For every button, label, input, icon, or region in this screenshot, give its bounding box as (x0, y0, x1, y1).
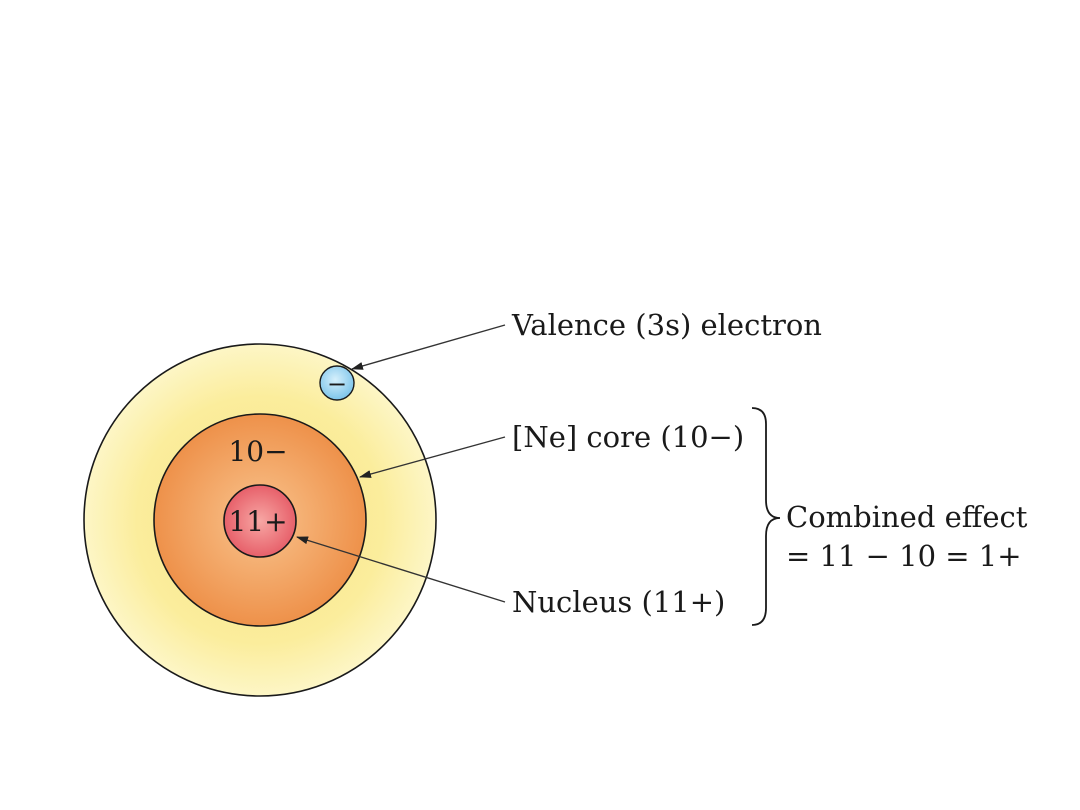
combined-effect-label: Combined effect (786, 500, 1028, 534)
valence-label: Valence (3s) electron (511, 308, 822, 342)
core-charge-label: 10− (228, 435, 287, 468)
valence-electron (319, 365, 355, 401)
nucleus-label: Nucleus (11+) (512, 585, 725, 619)
core-label: [Ne] core (10−) (512, 420, 744, 454)
nucleus-charge-label: 11+ (228, 505, 287, 538)
core-leader (359, 436, 506, 478)
combined-effect-equation: = 11 − 10 = 1+ (786, 539, 1022, 573)
valence-leader (351, 324, 506, 370)
combined-brace (751, 407, 781, 626)
nucleus (223, 484, 297, 558)
nucleus-leader (296, 536, 506, 603)
electron-sign: − (327, 370, 347, 398)
